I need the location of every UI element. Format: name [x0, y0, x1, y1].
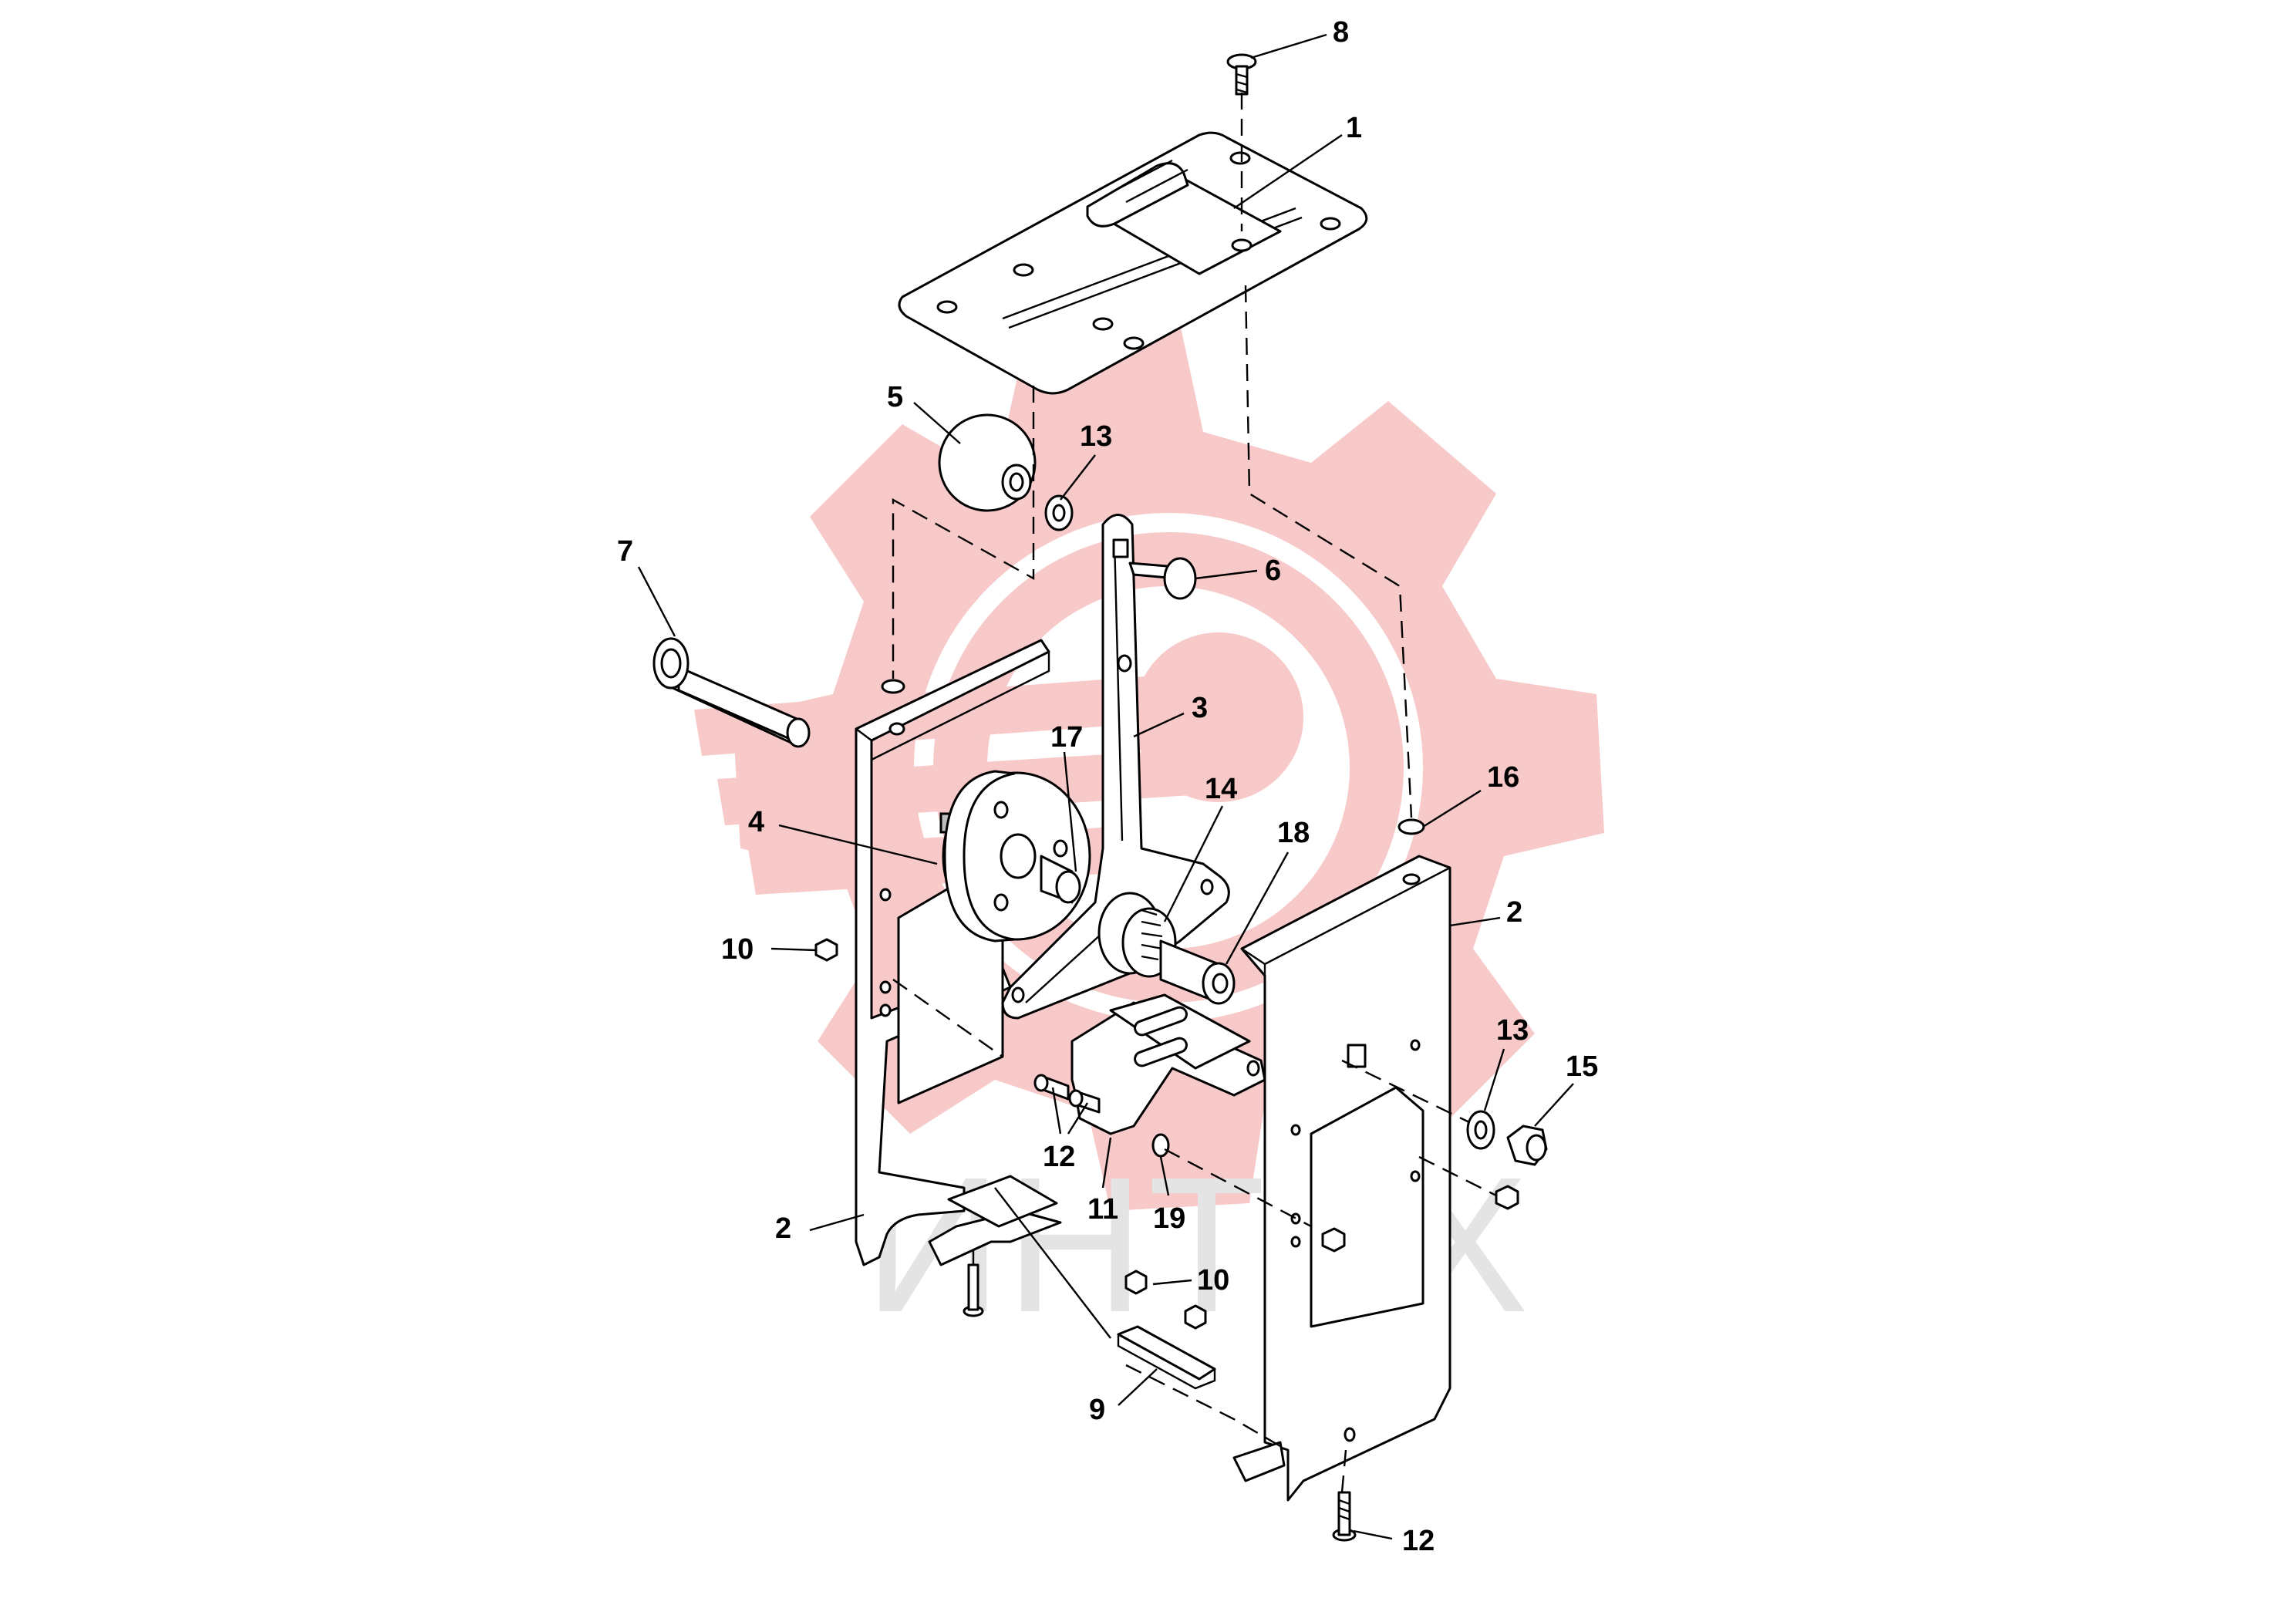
callout-leaders [637, 33, 1574, 1540]
callout-12: 12 [1402, 1525, 1435, 1557]
callout-10: 10 [721, 933, 754, 966]
lower-left-bracket [947, 1175, 1111, 1339]
part-16-washer [1397, 818, 1425, 835]
callout-1: 1 [1346, 112, 1362, 144]
callout-15: 15 [1566, 1050, 1598, 1083]
callout-2: 2 [775, 1212, 791, 1245]
part-5-knob [938, 413, 1037, 512]
part-10-nut-inner [1321, 1227, 1346, 1253]
callout-9: 9 [1089, 1394, 1105, 1426]
callout-5: 5 [887, 381, 903, 413]
callout-17: 17 [1050, 721, 1083, 754]
callout-3: 3 [1192, 692, 1208, 724]
part-9-clamp-plate [1117, 1270, 1216, 1390]
part-19-washer [1151, 1133, 1170, 1158]
part-12-bolts-bracket [1033, 1074, 1101, 1114]
part-7-pin [652, 637, 811, 748]
part-18-sleeve [1159, 939, 1236, 1005]
callout-10: 10 [1197, 1264, 1229, 1297]
part-11-bracket [1070, 993, 1266, 1135]
watermark-stripes-icon [694, 671, 1226, 895]
part-12-bolt-right-bottom [1332, 1491, 1357, 1542]
callout-8: 8 [1333, 16, 1349, 49]
callout-7: 7 [617, 535, 633, 568]
callout-labels: 8 1 5 13 6 7 3 17 14 16 4 18 2 10 13 15 … [617, 16, 1598, 1557]
part-13-washer-right [1466, 1110, 1495, 1150]
part-17-bushing [1040, 855, 1081, 904]
callout-12: 12 [1043, 1141, 1075, 1173]
part-14-bearing [1097, 892, 1177, 978]
callout-11: 11 [1087, 1193, 1118, 1226]
callout-2: 2 [1506, 896, 1522, 929]
part-16-washer-left [881, 679, 905, 694]
part-1-hinged-plate [898, 131, 1368, 395]
callout-18: 18 [1277, 817, 1310, 849]
callout-4: 4 [748, 806, 764, 838]
assembly-lines [892, 93, 1497, 1493]
callout-13: 13 [1080, 420, 1112, 453]
callout-6: 6 [1265, 555, 1281, 587]
part-8-screw [1226, 53, 1257, 96]
callout-14: 14 [1205, 773, 1237, 805]
callout-13: 13 [1496, 1014, 1529, 1047]
part-10-nut-left [814, 938, 838, 962]
callout-19: 19 [1153, 1202, 1185, 1235]
part-13-washer-upper [1044, 494, 1074, 531]
part-15-nut [1506, 1125, 1548, 1166]
part-10-nut-right-side [1495, 1185, 1519, 1210]
part-6-button [1128, 557, 1197, 600]
part-4-cam-disc [942, 770, 1091, 943]
callout-16: 16 [1487, 761, 1519, 794]
part-2-side-plate-right [1232, 855, 1451, 1502]
